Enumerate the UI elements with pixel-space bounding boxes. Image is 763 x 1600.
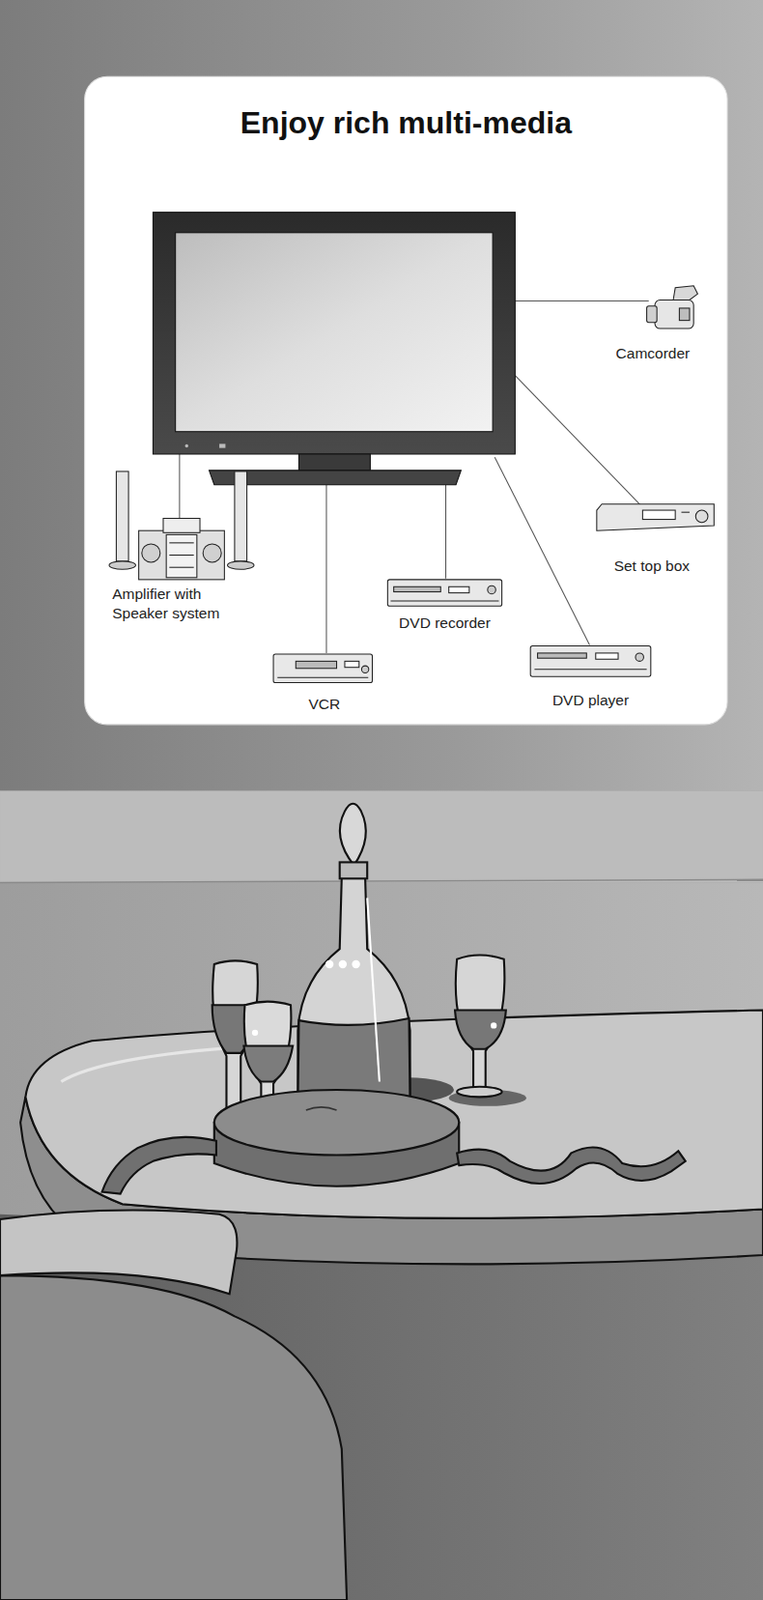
cable — [514, 375, 641, 506]
chair-front — [0, 1274, 347, 1600]
stb-display — [642, 509, 676, 520]
bottle-glint — [351, 960, 360, 968]
stb-button — [681, 511, 690, 513]
camcorder-body — [654, 300, 694, 330]
bottle — [297, 803, 410, 1115]
bottle-stopper — [339, 803, 367, 866]
vcr-body — [273, 653, 372, 683]
camcorder-lens — [647, 306, 658, 323]
device-label: DVD player — [552, 690, 629, 709]
cable — [325, 484, 327, 653]
amp-line — [169, 554, 194, 556]
amp-line — [169, 541, 194, 543]
box-lid — [214, 1089, 459, 1156]
cable — [494, 456, 590, 645]
vcr-display — [344, 660, 360, 667]
cable — [445, 484, 447, 579]
gift-box — [102, 1089, 686, 1194]
bottle-cork — [339, 861, 368, 878]
armchair — [0, 1210, 347, 1600]
dvdp-trim — [534, 668, 647, 670]
dvdp-body — [530, 646, 651, 678]
diagram-title: Enjoy rich multi-media — [240, 106, 572, 141]
dvdr-tray — [394, 586, 442, 592]
dvd-recorder-icon — [387, 579, 502, 606]
dvdr-body — [387, 579, 502, 606]
wall-band — [0, 790, 763, 882]
dvdr-trim — [391, 600, 500, 602]
glass-glint — [490, 1021, 497, 1028]
set-top-box-icon — [596, 504, 714, 531]
device-label: Camcorder — [616, 343, 691, 363]
bottle-glint — [325, 960, 334, 968]
amp-top — [163, 518, 200, 534]
device-label: VCR — [308, 694, 340, 713]
camcorder-handle — [673, 285, 698, 301]
tv-sensor — [219, 443, 226, 448]
vcr-slot — [295, 660, 337, 668]
bottle-glint — [339, 960, 347, 968]
device-label: Amplifier with Speaker system — [112, 584, 255, 622]
amp-woofer — [141, 543, 161, 563]
cable — [514, 300, 649, 302]
camcorder-panel — [678, 308, 690, 321]
panel — [84, 76, 728, 725]
vcr-icon — [273, 653, 372, 683]
amp-chassis — [139, 530, 226, 580]
dvdp-knob — [635, 652, 644, 661]
camcorder-icon — [647, 285, 699, 329]
glass-wine — [454, 1010, 507, 1049]
box-mark — [306, 1106, 338, 1110]
dvdp-tray — [537, 652, 588, 658]
speaker-tower — [234, 471, 248, 562]
dvd-player-icon — [530, 646, 651, 678]
speaker-base — [227, 561, 255, 569]
amp-woofer — [202, 543, 222, 563]
background — [0, 0, 763, 791]
dvdp-display — [595, 652, 619, 659]
amp-front — [166, 534, 198, 577]
glass-glint — [252, 1029, 258, 1036]
amp-line — [169, 566, 194, 568]
device-label: Set top box — [614, 556, 690, 575]
chair-arm — [0, 1210, 237, 1295]
stb-body — [596, 504, 714, 531]
table-top — [25, 1010, 763, 1218]
vcr-knob — [361, 665, 368, 673]
glass-right — [454, 955, 507, 1098]
glass-wine — [243, 1045, 293, 1082]
speaker-tower — [115, 471, 129, 562]
tv-set — [152, 212, 515, 485]
speaker-base — [109, 561, 136, 569]
tv-frame — [152, 212, 515, 454]
wall-line — [0, 878, 763, 882]
bottle-reflection — [367, 897, 380, 1081]
vcr-trim — [277, 677, 368, 679]
stb-knob — [695, 509, 708, 523]
ribbon-right — [456, 1146, 686, 1183]
tv-screen — [175, 232, 493, 432]
tv-neck — [298, 453, 370, 471]
bottle-body — [297, 876, 410, 1115]
dvdr-knob — [487, 585, 496, 594]
dvdr-display — [449, 586, 470, 593]
amplifier-icon — [109, 471, 255, 580]
glass-foot — [456, 1086, 502, 1098]
device-label: DVD recorder — [398, 613, 491, 632]
ribbon-left — [102, 1136, 217, 1194]
tv-led — [185, 444, 189, 448]
